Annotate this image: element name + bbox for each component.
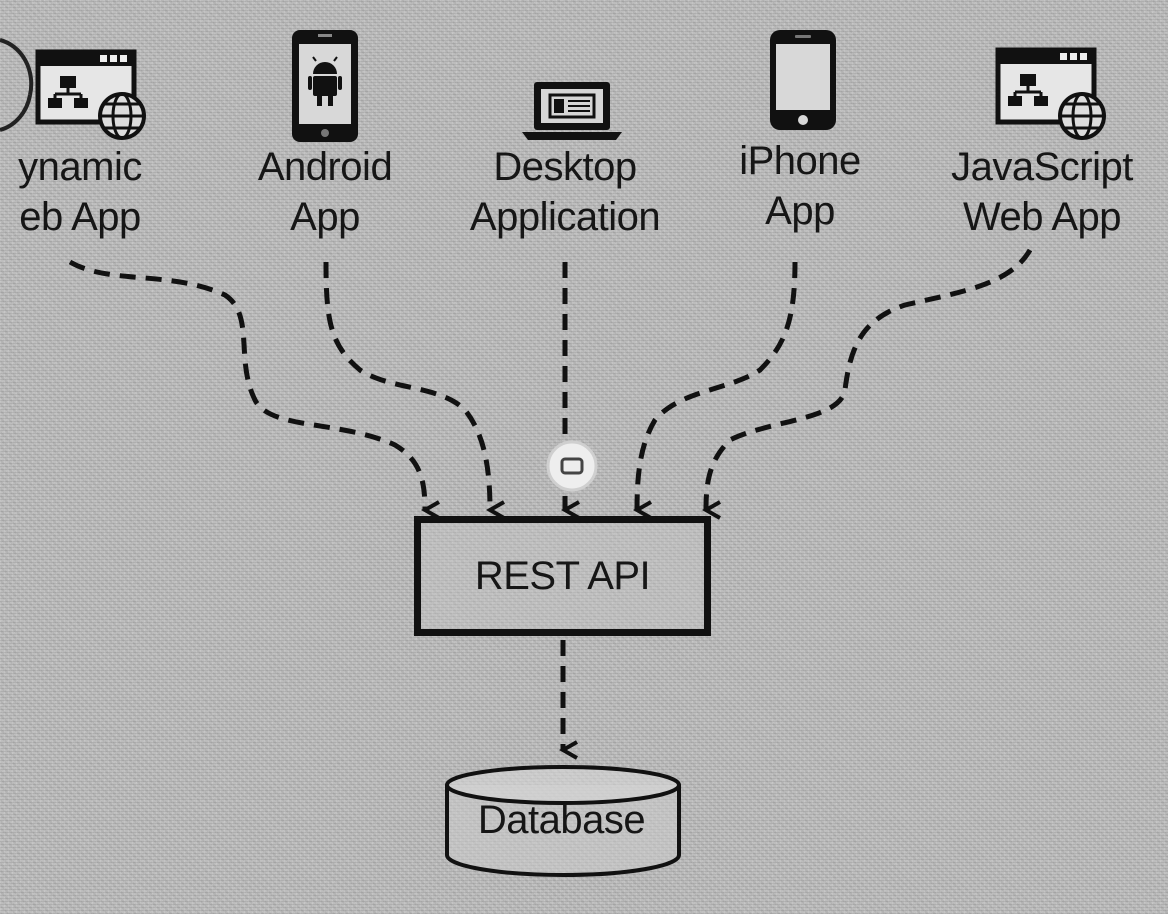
- client-label-line: JavaScript: [951, 145, 1133, 189]
- client-label-line: App: [765, 189, 835, 233]
- laptop-icon: [522, 82, 622, 140]
- client-label-iphone-app: iPhone App: [725, 136, 875, 236]
- connector-android-app: [323, 261, 490, 510]
- connector-iphone-app: [637, 261, 798, 510]
- client-label-line: eb App: [19, 195, 141, 239]
- client-label-android-app: Android App: [240, 142, 410, 242]
- client-label-desktop-application: Desktop Application: [450, 142, 680, 242]
- client-label-line: App: [290, 195, 360, 239]
- web-app-globe-icon: [35, 49, 146, 140]
- rest-api-box: REST API: [414, 516, 711, 636]
- connector-dynamic-web-app: [68, 259, 425, 510]
- client-label-line: iPhone: [739, 139, 861, 183]
- client-label-line: Application: [469, 195, 661, 239]
- client-label-line: Desktop: [493, 145, 637, 189]
- client-label-line: Web App: [962, 195, 1122, 239]
- android-phone-icon: [292, 30, 358, 142]
- client-label-line: ynamic: [18, 145, 142, 189]
- iphone-icon: [770, 30, 836, 130]
- cursor-marker-icon: [546, 440, 598, 492]
- rest-api-label: REST API: [474, 553, 651, 598]
- client-label-dynamic-web-app: ynamic eb App: [0, 142, 160, 242]
- client-label-javascript-web-app: JavaScript Web App: [924, 142, 1160, 242]
- web-app-globe-icon: [995, 47, 1106, 140]
- cropped-circle-decoration: [0, 38, 34, 132]
- database-label: Database: [477, 798, 646, 842]
- connector-javascript-web-app: [706, 248, 1033, 510]
- database-cylinder-icon: [445, 765, 681, 877]
- client-label-line: Android: [257, 145, 393, 189]
